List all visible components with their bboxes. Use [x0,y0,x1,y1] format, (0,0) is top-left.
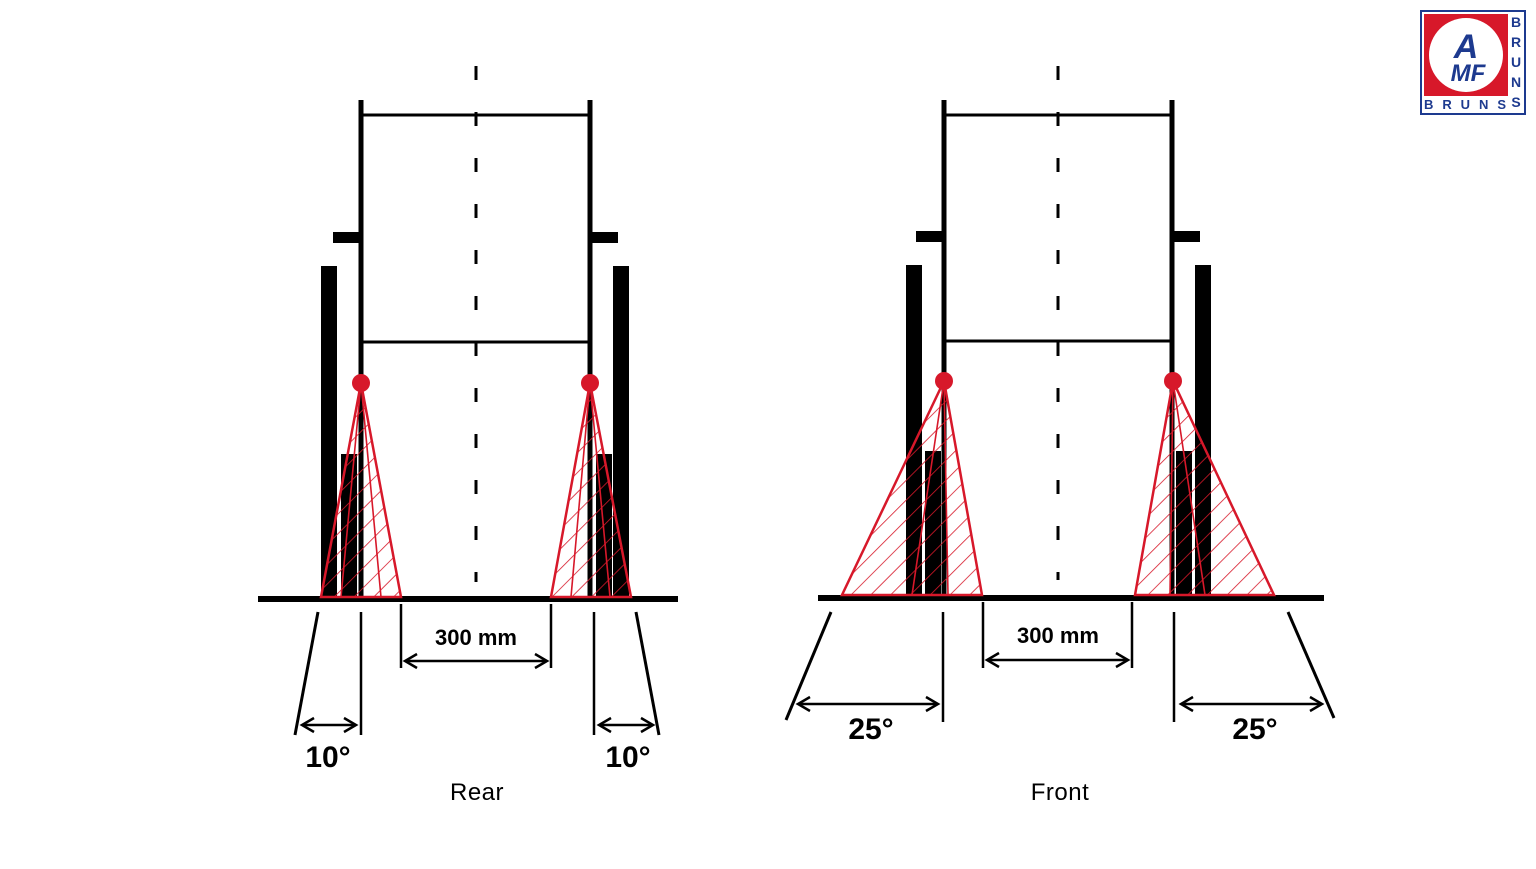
rear-view: 300 mm 10° 10° Rear [258,66,678,806]
front-right-angle-dimension [1172,611,1336,722]
front-caption: Front [1031,779,1090,806]
logo-brand-v3: U [1511,54,1521,70]
logo-brand-horizontal: BRUNS [1424,97,1506,112]
rear-right-angle-dimension [592,611,661,736]
rear-left-angle-label: 10° [305,741,350,774]
rear-right-angle-label: 10° [605,741,650,774]
front-left-angle-dimension [784,611,945,722]
logo-brand-v1: B [1511,14,1521,30]
front-gap-label: 300 mm [1017,623,1099,648]
front-view: 300 mm 25° 25° Front [784,66,1336,806]
rear-caption: Rear [450,779,504,806]
logo-brand-v4: N [1511,74,1521,90]
front-left-clearance-cone [840,372,984,597]
logo-brand-v2: R [1511,34,1521,50]
rear-gap-dimension [399,604,553,670]
rear-left-angle-dimension [293,611,363,736]
logo-circle [1429,18,1503,92]
rear-gap-label: 300 mm [435,625,517,650]
front-right-angle-label: 25° [1232,713,1277,746]
rear-left-clearance-cone [319,374,403,599]
logo-initials-bottom: MF [1451,60,1487,87]
rear-left-wheel [321,266,337,599]
front-gap-dimension [981,602,1134,669]
logo-initials-top: A [1453,28,1479,66]
amf-bruns-logo: A MF B R U N S BRUNS [1420,10,1526,115]
logo-brand-v5: S [1511,94,1520,110]
rear-right-clearance-cone [549,374,633,599]
rear-right-wheel [613,266,629,599]
front-left-angle-label: 25° [848,713,893,746]
front-right-clearance-cone [1133,372,1276,597]
